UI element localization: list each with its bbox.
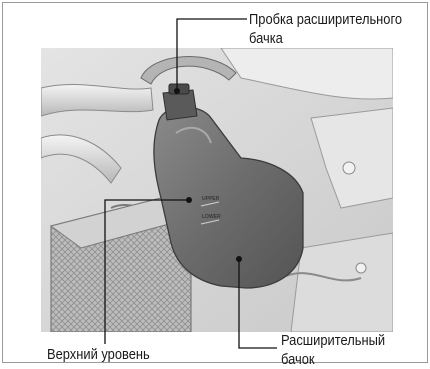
tank-label: Расширительный бачок [281,331,385,369]
bolt-2 [356,263,366,273]
cap-label-line1: Пробка расширительного [249,10,402,29]
tank-label-line1: Расширительный [281,331,385,350]
cap-label-line2: бачка [249,29,402,48]
reservoir-cap-top [169,84,189,94]
bolt-1 [343,162,355,174]
tank-lower-mark: LOWER [202,214,221,220]
tank-label-line2: бачок [281,350,385,369]
engine-compartment-illustration: UPPER LOWER [41,48,393,332]
tank-upper-mark: UPPER [202,196,220,202]
upper-level-label: Верхний уровень [47,345,150,364]
illustration-frame: UPPER LOWER Пробка расширительного бачка… [2,2,428,363]
cap-label: Пробка расширительного бачка [249,10,402,48]
right-lower-parts [291,233,393,332]
